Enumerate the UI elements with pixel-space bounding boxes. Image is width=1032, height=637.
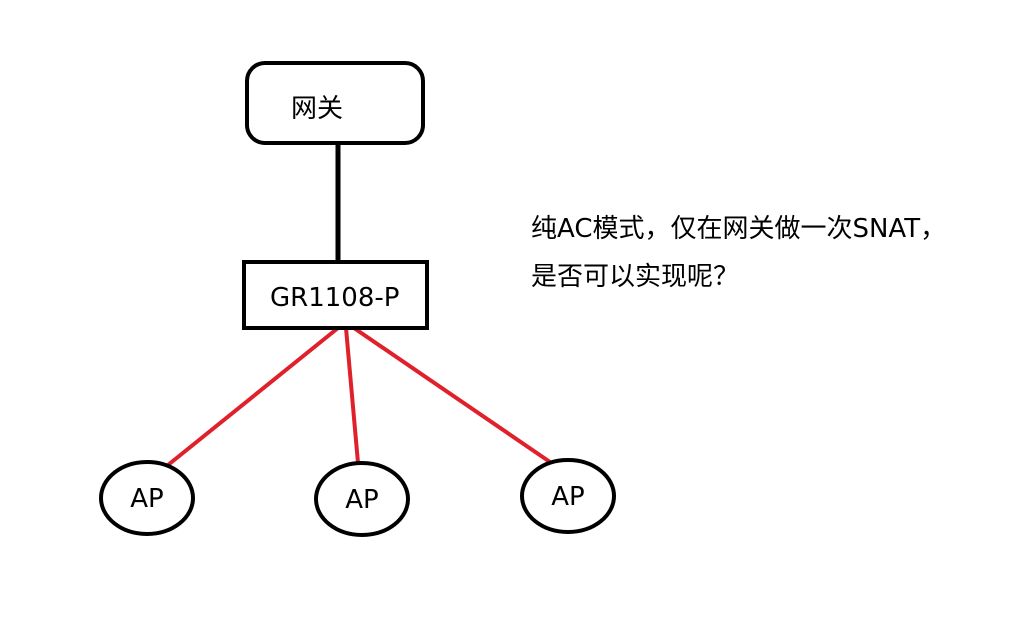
ap-node-3: AP: [520, 458, 616, 534]
ap-label: AP: [345, 485, 378, 515]
router-label: GR1108-P: [270, 283, 399, 313]
question-annotation: 纯AC模式，仅在网关做一次SNAT， 是否可以实现呢？: [531, 214, 946, 292]
gateway-node: 网关: [245, 61, 425, 145]
question-line-1: 纯AC模式，仅在网关做一次SNAT，: [531, 214, 946, 244]
ap-node-1: AP: [99, 460, 195, 536]
ap-label: AP: [130, 484, 163, 514]
question-line-2: 是否可以实现呢？: [531, 262, 739, 292]
router-node: GR1108-P: [242, 260, 429, 330]
ap-label: AP: [551, 482, 584, 512]
ap-node-2: AP: [314, 461, 410, 537]
gateway-label: 网关: [291, 94, 343, 124]
router-to-ap-3-link: [352, 326, 552, 464]
router-to-ap-2-link: [344, 327, 360, 464]
router-to-ap-1-link: [166, 326, 340, 467]
